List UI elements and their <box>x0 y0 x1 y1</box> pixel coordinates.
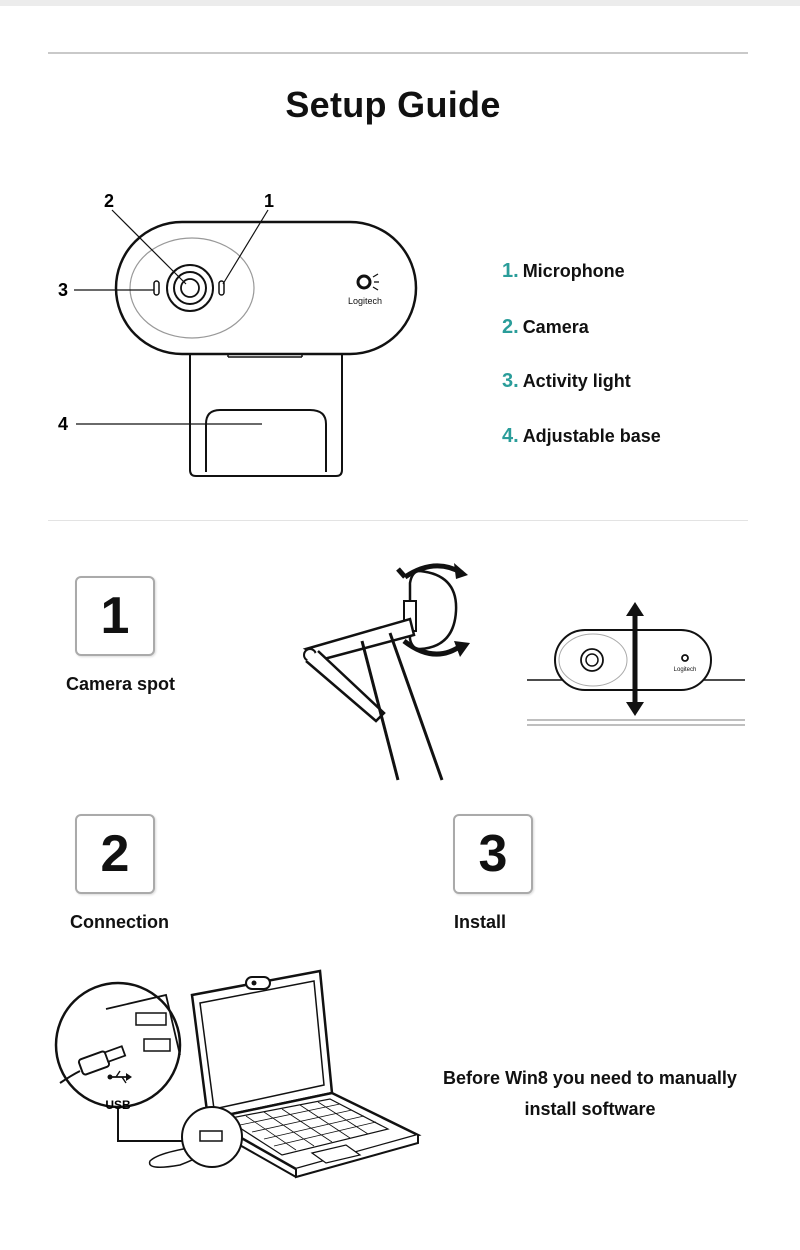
step-1-label: Camera spot <box>66 674 176 694</box>
legend-item-camera: 2. Camera <box>502 316 589 339</box>
step-2-badge: 2 <box>75 814 155 894</box>
top-bar <box>0 0 800 6</box>
camera-clamp-side-illustration <box>302 563 470 781</box>
install-note-line-1: Before Win8 you need to manually <box>443 1068 737 1088</box>
callout-1: 1 <box>264 191 274 211</box>
divider-middle <box>48 520 748 521</box>
usb-label: USB <box>105 1098 131 1112</box>
legend-number: 1. <box>502 260 519 282</box>
logitech-wordmark: Logitech <box>348 296 382 306</box>
step-3-label: Install <box>454 912 507 932</box>
legend-item-activity-light: 3. Activity light <box>502 370 631 393</box>
legend-number: 4. <box>502 425 519 447</box>
callout-3: 3 <box>58 280 68 300</box>
step-1-badge: 1 <box>75 576 155 656</box>
legend-label: Camera <box>522 317 589 337</box>
webcam-diagram: Logitech 2 1 3 4 <box>58 191 418 477</box>
legend-label: Activity light <box>522 371 631 391</box>
usb-icon <box>107 1070 132 1084</box>
laptop-usb-connection-illustration: USB <box>54 969 422 1179</box>
step-2-label: Connection <box>70 912 169 932</box>
logitech-wordmark-small: Logitech <box>674 667 697 673</box>
page-title: Setup Guide <box>285 84 501 125</box>
install-note: Before Win8 you need to manually install… <box>420 1063 760 1125</box>
callout-4: 4 <box>58 414 68 434</box>
legend-label: Adjustable base <box>522 426 661 446</box>
divider-top <box>48 52 748 54</box>
legend-item-adjustable-base: 4. Adjustable base <box>502 425 661 448</box>
camera-tilt-illustration: Logitech <box>527 602 745 726</box>
legend-number: 2. <box>502 316 519 338</box>
logitech-logo-icon: Logitech <box>348 273 382 306</box>
legend-number: 3. <box>502 370 519 392</box>
step-3-badge: 3 <box>453 814 533 894</box>
callout-2: 2 <box>104 191 114 211</box>
legend-label: Microphone <box>522 261 625 281</box>
legend-item-microphone: 1. Microphone <box>502 260 625 283</box>
install-note-line-2: install software <box>524 1099 656 1119</box>
